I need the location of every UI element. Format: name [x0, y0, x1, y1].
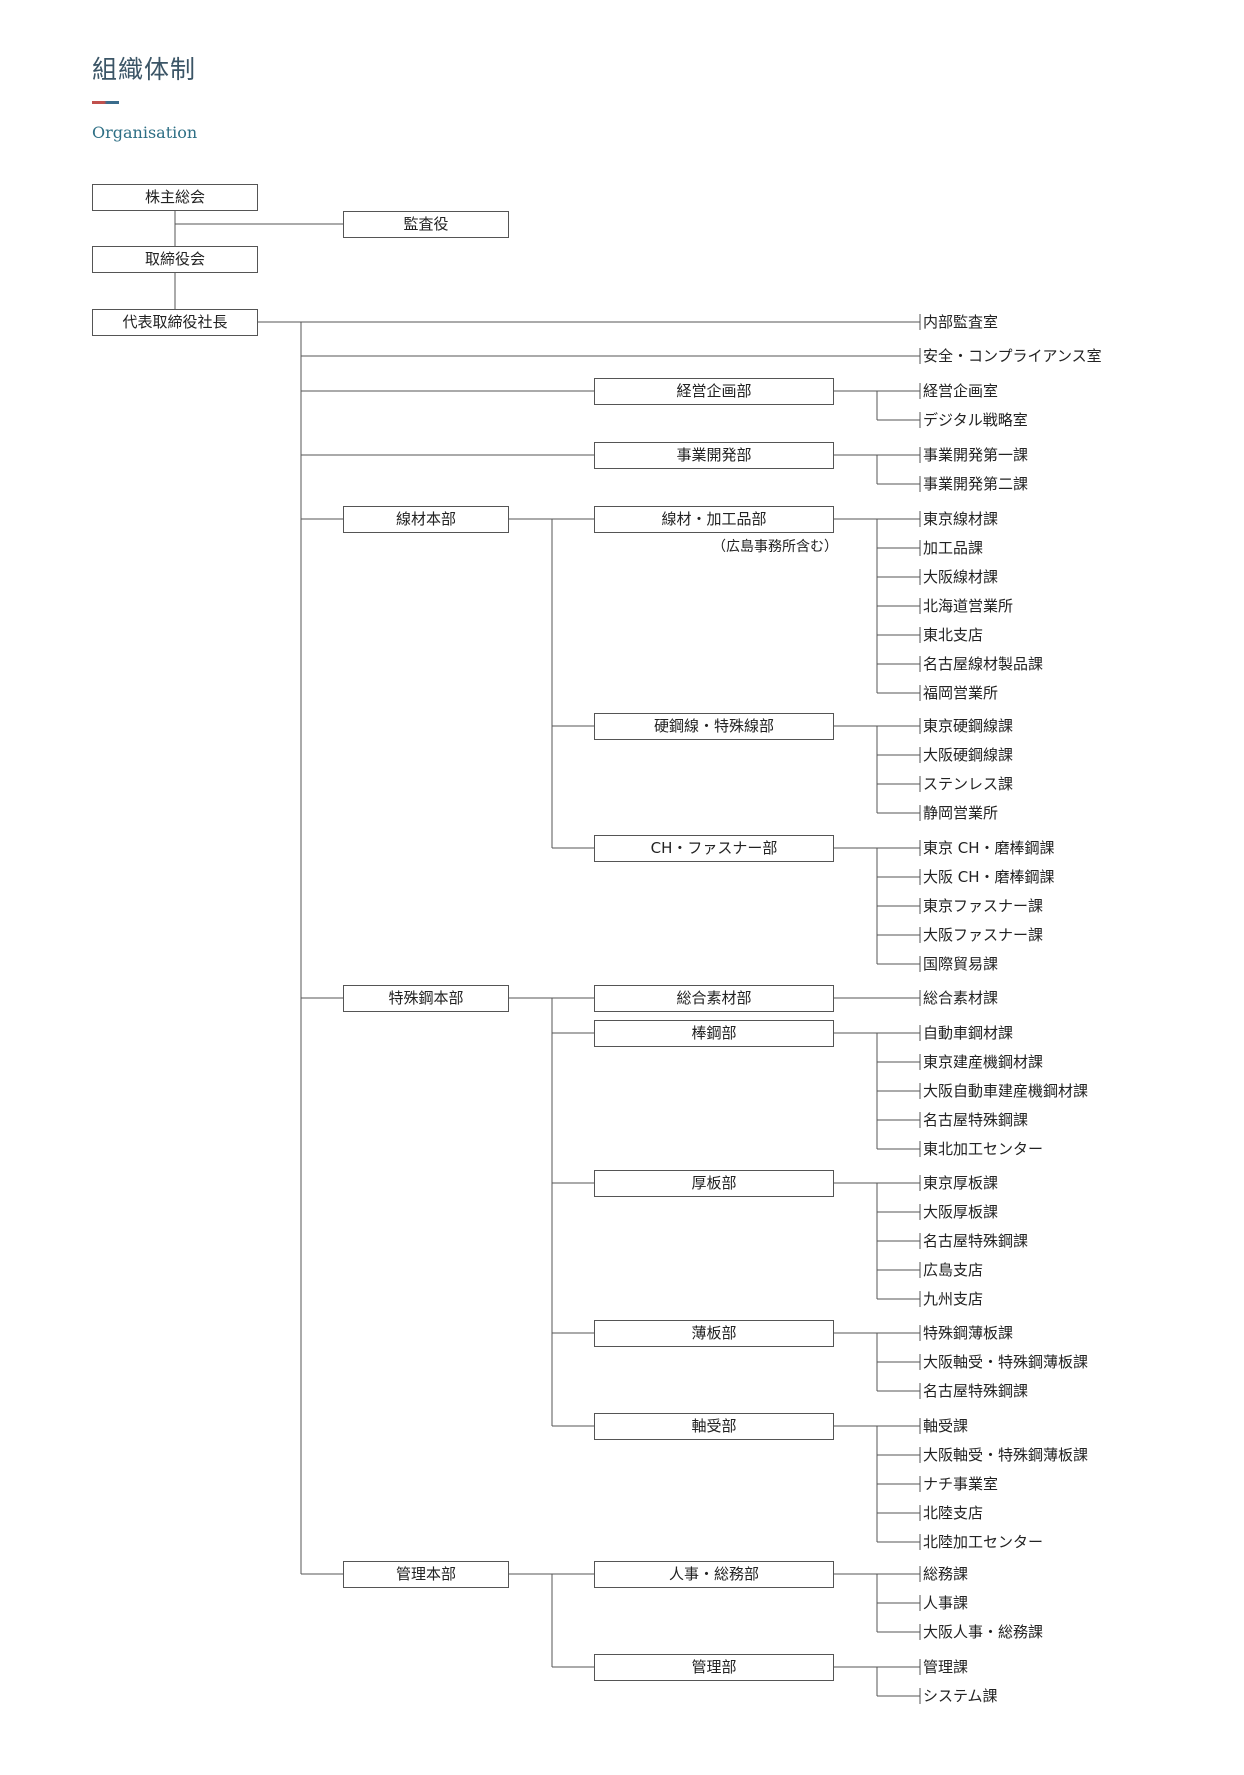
division-department-section: 大阪 CH・磨棒鋼課	[923, 868, 1055, 886]
division-department-section: 静岡営業所	[923, 804, 999, 822]
division-department-section: システム課	[923, 1687, 998, 1705]
division-department-section: 東京線材課	[923, 510, 999, 528]
division-department-section: 北陸加工センター	[923, 1533, 1044, 1551]
division-department-section: 東京建産機鋼材課	[923, 1053, 1044, 1071]
division-department-section: 大阪軸受・特殊鋼薄板課	[923, 1446, 1089, 1464]
division-department-section: 大阪ファスナー課	[923, 926, 1044, 944]
division-box: 管理本部	[343, 1561, 509, 1588]
board-of-directors-box: 取締役会	[92, 246, 258, 273]
department-box: 棒鋼部	[594, 1020, 834, 1047]
department-box: CH・ファスナー部	[594, 835, 834, 862]
division-department-section: 人事課	[923, 1594, 969, 1612]
division-box: 線材本部	[343, 506, 509, 533]
division-department-section: 大阪硬鋼線課	[923, 746, 1014, 764]
division-department-section: ステンレス課	[923, 775, 1014, 793]
division-department-section: 加工品課	[923, 539, 984, 557]
division-department-section: 名古屋特殊鋼課	[923, 1382, 1029, 1400]
direct-department-section: 事業開発第二課	[923, 475, 1029, 493]
division-department-section: 東京ファスナー課	[923, 897, 1044, 915]
department-box: 人事・総務部	[594, 1561, 834, 1588]
direct-department-section: 経営企画室	[923, 382, 999, 400]
president-box: 代表取締役社長	[92, 309, 258, 336]
division-department-section: 軸受課	[923, 1417, 969, 1435]
division-department-section: 東北加工センター	[923, 1140, 1044, 1158]
division-department-section: 東京厚板課	[923, 1174, 999, 1192]
division-department-section: 管理課	[923, 1658, 969, 1676]
shareholders-meeting-box: 株主総会	[92, 184, 258, 211]
division-department-section: 特殊鋼薄板課	[923, 1324, 1014, 1342]
division-department-section: 北海道営業所	[923, 597, 1014, 615]
division-department-section: 大阪厚板課	[923, 1203, 999, 1221]
department-box: 管理部	[594, 1654, 834, 1681]
division-department-section: 国際貿易課	[923, 955, 999, 973]
direct-department-section: デジタル戦略室	[923, 411, 1028, 429]
division-department-section: 広島支店	[923, 1261, 984, 1279]
division-department-section: 北陸支店	[923, 1504, 984, 1522]
department-box: 線材・加工品部	[594, 506, 834, 533]
department-box: 経営企画部	[594, 378, 834, 405]
division-department-section: 総務課	[923, 1565, 969, 1583]
division-box: 特殊鋼本部	[343, 985, 509, 1012]
department-box: 硬鋼線・特殊線部	[594, 713, 834, 740]
division-department-section: 大阪自動車建産機鋼材課	[923, 1082, 1089, 1100]
division-department-section: 大阪線材課	[923, 568, 999, 586]
division-department-section: 総合素材課	[923, 989, 999, 1007]
division-department-section: 東北支店	[923, 626, 984, 644]
division-department-section: 大阪人事・総務課	[923, 1623, 1044, 1641]
division-department-section: 大阪軸受・特殊鋼薄板課	[923, 1353, 1089, 1371]
division-department-section: 自動車鋼材課	[923, 1024, 1014, 1042]
department-box: 軸受部	[594, 1413, 834, 1440]
auditor-box: 監査役	[343, 211, 509, 238]
division-department-section: 名古屋線材製品課	[923, 655, 1044, 673]
department-box: 薄板部	[594, 1320, 834, 1347]
page-title: 組織体制	[92, 55, 197, 84]
internal-audit-unit: 内部監査室	[923, 313, 999, 331]
division-department-section: 名古屋特殊鋼課	[923, 1232, 1029, 1250]
department-box: 総合素材部	[594, 985, 834, 1012]
division-department-section: 名古屋特殊鋼課	[923, 1111, 1029, 1129]
division-department-section: 東京 CH・磨棒鋼課	[923, 839, 1055, 857]
compliance-unit: 安全・コンプライアンス室	[923, 347, 1102, 365]
title-accent-bar	[92, 101, 119, 104]
page-subtitle: Organisation	[92, 123, 198, 142]
direct-department-section: 事業開発第一課	[923, 446, 1029, 464]
division-department-section: 東京硬鋼線課	[923, 717, 1014, 735]
division-department-section: 福岡営業所	[923, 684, 999, 702]
department-note: （広島事務所含む）	[712, 539, 838, 555]
division-department-section: 九州支店	[923, 1290, 984, 1308]
department-box: 事業開発部	[594, 442, 834, 469]
division-department-section: ナチ事業室	[923, 1475, 999, 1493]
department-box: 厚板部	[594, 1170, 834, 1197]
